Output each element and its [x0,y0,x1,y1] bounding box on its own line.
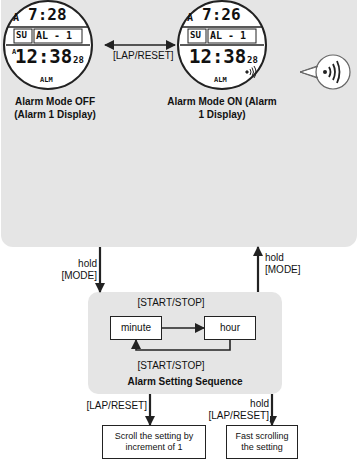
flow-arrow [271,394,273,425]
flow-arrow [149,394,151,425]
mode-caption: Alarm Mode OFF (Alarm 1 Display) [2,96,108,121]
box-text: Fast scrolling the setting [233,431,291,453]
main-time: 12:38 [15,47,72,66]
edge-label: [LAP/RESET] [112,50,174,62]
alarm-number: AL - 1 [210,31,246,41]
flow-arrow [162,327,204,329]
weekday: SU [190,31,201,40]
flow-arrow [257,247,259,292]
alarm-time: 7:28 [28,7,67,23]
result-box: Scroll the setting by increment of 1 [102,425,206,459]
alarm-flag: A [13,13,19,23]
edge-label: [START/STOP] [136,360,205,372]
seconds: 28 [247,56,258,65]
setting-panel [88,292,282,394]
alarm-number: AL - 1 [36,31,72,41]
edge-label: [LAP/RESET] [85,400,148,412]
watch-node: A7:26SUAL - 112:3828ALMAlarm Mode ON (Al… [175,0,356,247]
step-box: minute [110,316,162,340]
seconds: 28 [73,56,84,65]
box-text: hour [211,322,249,334]
result-box: Fast scrolling the setting [226,425,298,459]
alm-indicator: ALM [40,77,53,84]
watch-right [178,1,266,89]
box-text: Scroll the setting by increment of 1 [109,431,199,453]
watch-left [4,1,92,89]
flow-arrow [105,44,175,46]
mode-caption: Alarm Mode ON (Alarm 1 Display) [167,96,277,121]
flow-arrow [136,340,230,350]
box-text: minute [117,322,155,334]
main-time: 12:38 [189,47,246,66]
panel-title: Alarm Setting Sequence [88,376,282,389]
weekday: SU [16,31,27,40]
edge-label: hold [MODE] [264,252,312,275]
alarm-flag: A [187,13,193,23]
sound-callout [300,55,350,89]
alarm-time: 7:26 [202,7,241,23]
watch-node: A7:28SUAL - 1A12:3828ALMAlarm Mode OFF (… [2,0,105,247]
step-box: hour [204,316,256,340]
flow-arrow [99,247,101,292]
edge-label: hold [MODE] [50,258,98,281]
edge-label: hold [LAP/RESET] [200,398,270,421]
edge-label: [START/STOP] [136,297,205,309]
alm-indicator: ALM [214,77,227,84]
top-panel [1,0,357,247]
